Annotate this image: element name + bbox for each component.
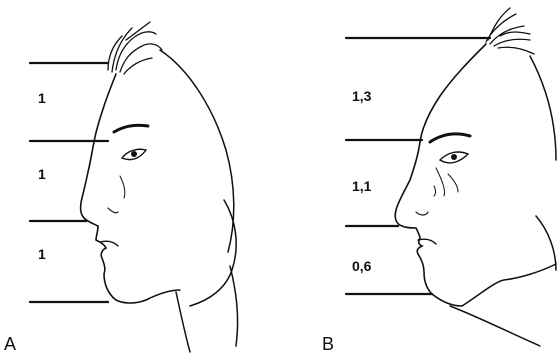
panel-a-ratio-middle: 1: [38, 166, 46, 182]
panel-b-hair: [486, 8, 534, 54]
panel-b-drawing: [346, 8, 556, 346]
panel-b-ratio-middle: 1,1: [352, 178, 371, 194]
panel-a-ear: [190, 200, 236, 306]
panel-b-pupil: [451, 154, 457, 160]
panel-b-back-head: [530, 56, 556, 160]
panel-a-label: A: [4, 334, 16, 355]
panel-a-drawing: [30, 22, 238, 352]
panel-a-back-head: [160, 50, 234, 252]
panel-a-ratio-lower: 1: [38, 246, 46, 262]
panel-a-pupil: [131, 151, 137, 157]
panel-a-eyebrow: [114, 125, 148, 132]
panel-b-mouth: [418, 239, 436, 244]
panel-b-nostril: [416, 212, 428, 215]
panel-b-jaw: [462, 264, 556, 306]
panel-b-eyebrow: [430, 134, 470, 142]
panel-a-nostril: [108, 208, 118, 213]
panel-b-wrinkles: [434, 168, 458, 196]
panel-b-face-profile: [395, 44, 486, 306]
panel-a-hair: [108, 22, 162, 74]
panel-b-ratio-lower: 0,6: [352, 258, 371, 274]
panel-a-face-profile: [81, 74, 180, 303]
panel-a-cheek: [120, 176, 125, 198]
panel-b-ratio-upper: 1,3: [352, 88, 371, 104]
panel-a-ratio-upper: 1: [38, 90, 46, 106]
panel-b-label: B: [322, 334, 334, 355]
